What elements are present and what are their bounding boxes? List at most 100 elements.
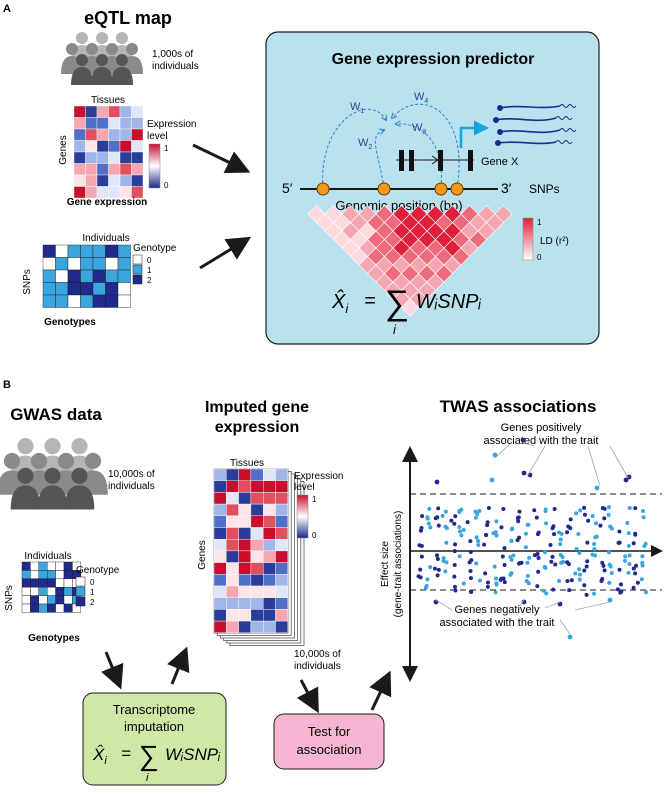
twas-point	[633, 506, 638, 511]
gene-x-label: Gene X	[481, 156, 519, 168]
genotype-cell	[47, 587, 56, 596]
heatmap-cell	[250, 585, 264, 598]
twas-point	[609, 526, 614, 531]
twas-point	[625, 521, 630, 526]
heatmap-cell	[263, 492, 276, 505]
twas-point	[552, 532, 557, 537]
twas-point	[425, 516, 430, 521]
svg-text:W1: W1	[350, 101, 364, 115]
twas-point	[417, 543, 422, 548]
twas-point	[599, 579, 604, 584]
svg-text:i: i	[146, 772, 149, 784]
heatmap-cell	[250, 539, 264, 552]
twas-point	[631, 566, 636, 571]
heatmap-cell	[275, 562, 289, 575]
genotype-cell	[63, 570, 73, 580]
gene-structure	[396, 150, 474, 171]
genotype-cell	[63, 587, 73, 596]
heatmap-cell	[226, 480, 239, 493]
five-prime-label: 5′	[282, 180, 293, 196]
heatmap-cell	[96, 128, 109, 141]
twas-point	[508, 572, 513, 577]
twas-point	[633, 532, 638, 537]
twas-point	[517, 561, 522, 566]
twas-point	[486, 506, 491, 511]
arrow-gwas-to-imputation	[101, 651, 124, 690]
twas-point	[465, 520, 470, 525]
person-icon	[17, 467, 34, 484]
ld-scale-min: 0	[537, 253, 542, 262]
genotype-cell	[105, 269, 119, 283]
twas-point	[461, 528, 466, 533]
heatmap-cell	[263, 585, 276, 598]
twas-point	[526, 581, 531, 586]
twas-point	[526, 522, 531, 527]
twas-point	[607, 505, 612, 510]
twas-point	[558, 552, 563, 557]
pos-label-2: associated with the trait	[484, 435, 599, 447]
twas-point	[551, 587, 556, 592]
twas-point	[577, 577, 582, 582]
twas-point	[476, 539, 481, 544]
twas-point	[626, 570, 631, 575]
twas-point	[457, 508, 462, 513]
heatmap-cell	[250, 480, 264, 493]
genotype-cell	[55, 244, 69, 258]
heatmap-cell	[73, 117, 86, 130]
twas-point	[592, 542, 597, 547]
twas-outlier-point	[521, 470, 527, 476]
twas-point	[452, 521, 457, 526]
pos-label-1: Genes positively	[501, 422, 582, 434]
twas-point	[525, 574, 530, 579]
twas-point	[525, 560, 530, 565]
twas-point	[567, 588, 572, 593]
twas-point	[502, 546, 507, 551]
person-icon	[96, 32, 108, 44]
twas-point	[607, 562, 612, 567]
heatmap-cell	[108, 151, 121, 164]
svg-text:∑: ∑	[384, 284, 408, 322]
mrna-transcripts	[493, 104, 577, 146]
twas-point	[457, 529, 462, 534]
genotype-legend-b: Genotype	[76, 565, 120, 576]
heatmap-cell	[226, 597, 239, 610]
twas-point	[590, 513, 595, 518]
twas-point	[593, 521, 598, 526]
genotype-cell	[92, 257, 106, 271]
twas-point	[535, 532, 540, 537]
transcriptome-imputation-box	[82, 692, 227, 786]
person-icon	[57, 452, 75, 470]
heatmap-cell	[263, 562, 276, 575]
twas-point	[544, 591, 549, 596]
panel-b-letter: B	[3, 379, 11, 391]
twas-point	[600, 560, 605, 565]
twas-point	[452, 574, 457, 579]
test-box-label-1: Test for	[308, 724, 351, 739]
twas-point	[509, 527, 514, 532]
callout-line	[544, 601, 561, 609]
twas-outlier-point	[626, 474, 632, 480]
twas-point	[627, 505, 632, 510]
heatmap-cell	[263, 574, 276, 587]
genotype-legend-a: Genotype	[133, 243, 177, 254]
heatmap-cell	[275, 468, 289, 481]
twas-point	[428, 525, 433, 530]
crowd-b-label-1: 10,000s of	[108, 469, 155, 480]
twas-point	[598, 523, 603, 528]
heatmap-cell	[238, 468, 252, 481]
heatmap-cell	[96, 105, 109, 118]
genotype-swatch-label: 2	[147, 276, 152, 285]
twas-point	[428, 565, 433, 570]
expr-colorbar-b	[296, 494, 309, 539]
person-icon	[116, 54, 128, 66]
twas-point	[523, 545, 528, 550]
arrow-expression-to-test	[296, 679, 319, 714]
heatmap-cell	[119, 151, 132, 164]
genotype-cell	[30, 595, 39, 605]
twas-point	[473, 509, 478, 514]
twas-point	[568, 517, 573, 522]
svg-text:=: =	[121, 744, 131, 763]
genotype-cell	[105, 282, 119, 296]
twas-point	[573, 571, 578, 576]
twas-point	[631, 585, 636, 590]
